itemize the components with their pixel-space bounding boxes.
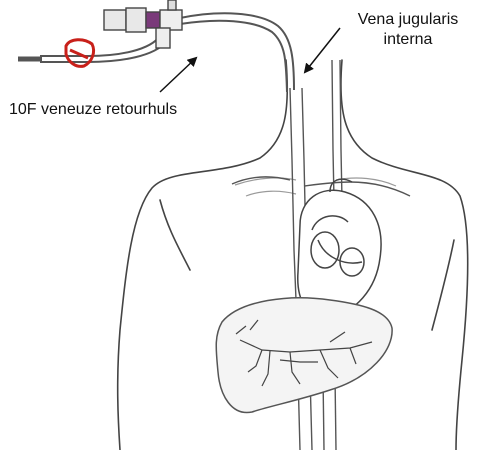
- catheter-arrow: [160, 58, 196, 92]
- clavicles: [235, 178, 396, 196]
- catheter-label: 10F veneuze retourhuls: [9, 100, 177, 120]
- vessel-label-line2: interna: [338, 30, 478, 50]
- catheter-hub: [104, 0, 182, 48]
- vessel-label-line1: Vena jugularis: [338, 10, 478, 30]
- liver: [216, 298, 392, 413]
- vessel-label: Vena jugularis interna: [338, 10, 478, 50]
- vessel-arrow: [305, 28, 340, 72]
